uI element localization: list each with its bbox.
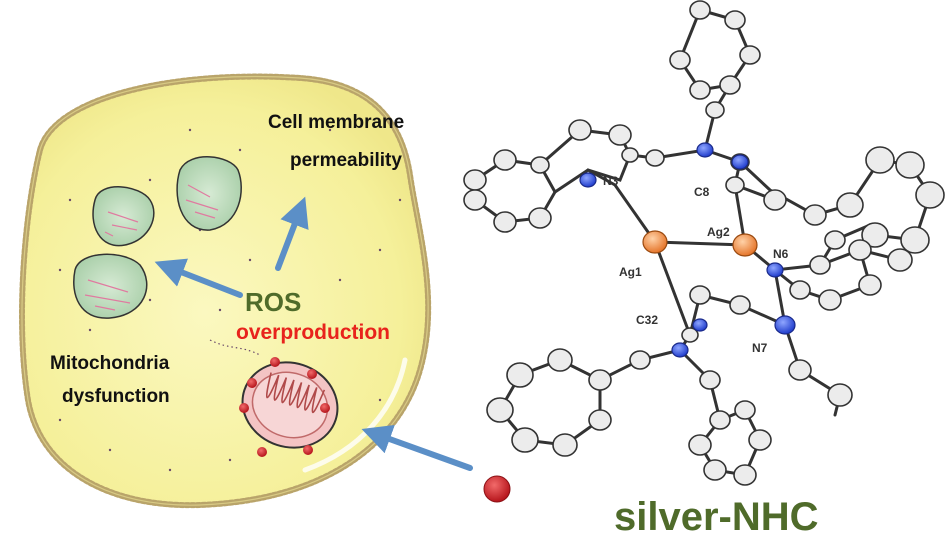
membrane-label-line2: permeability — [290, 150, 402, 171]
atom-label-ag1: Ag1 — [619, 265, 642, 279]
atom-label-c8: C8 — [694, 185, 710, 199]
mitochondrion — [241, 361, 339, 449]
cell-membrane-inner — [21, 75, 429, 506]
arrow-to-vesicle — [154, 258, 243, 298]
atom-label-n6: N6 — [773, 247, 789, 261]
ros-particles — [239, 357, 330, 457]
silver-nhc-particle — [483, 475, 511, 503]
arrow-to-membrane — [275, 196, 309, 271]
atom-label-n3: N3 — [603, 174, 619, 188]
vesicle-3 — [73, 253, 148, 319]
silver-atoms — [642, 230, 758, 257]
arrow-drug-entry — [361, 424, 473, 471]
vesicle-2 — [176, 156, 242, 231]
atom-label-n7: N7 — [752, 341, 768, 355]
mitochondria-label-line1: Mitochondria — [50, 353, 170, 374]
carbon-atoms — [463, 0, 945, 486]
compound-label: silver-NHC — [614, 495, 819, 536]
vesicle-1 — [92, 186, 155, 247]
overproduction-label: overproduction — [236, 321, 390, 344]
dotted-trail — [209, 339, 261, 356]
mitochondria-label-line2: dysfunction — [62, 386, 170, 407]
nitrogen-atoms — [579, 142, 796, 358]
ros-label: ROS — [245, 287, 301, 317]
atom-label-c32: C32 — [636, 313, 658, 327]
membrane-label-line1: Cell membrane — [268, 112, 404, 133]
crystal-structure: N3 C8 Ag2 Ag1 N6 C32 N7 — [463, 0, 945, 486]
arrows — [154, 196, 473, 471]
atom-label-ag2: Ag2 — [707, 225, 730, 239]
